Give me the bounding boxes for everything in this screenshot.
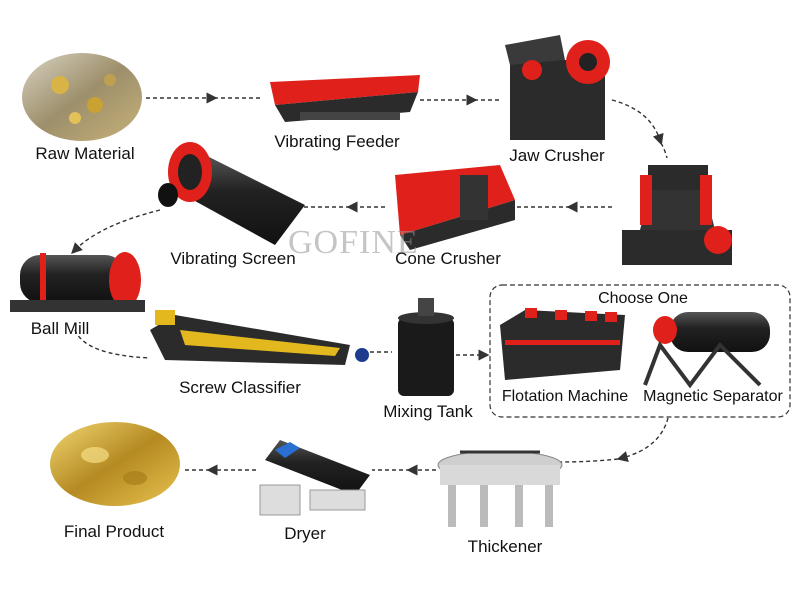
final-product-image <box>50 422 180 506</box>
label-vibrating-feeder: Vibrating Feeder <box>274 132 400 151</box>
label-flotation-machine: Flotation Machine <box>501 388 629 405</box>
dryer-image <box>259 440 370 516</box>
label-final-product: Final Product <box>63 522 165 541</box>
arrow-jaw-to-cone <box>611 99 664 146</box>
watermark: GOFINE <box>288 224 419 261</box>
flow-arrows <box>71 92 669 476</box>
label-dryer: Dryer <box>284 524 326 543</box>
flotation-machine-image <box>500 308 625 380</box>
label-magnetic-separator: Magnetic Separator <box>643 388 783 405</box>
ball-mill-top-image <box>158 142 305 245</box>
cone-crusher-machine-image <box>622 165 732 265</box>
screw-classifier-image <box>150 310 369 365</box>
label-jaw-crusher: Jaw Crusher <box>509 146 605 165</box>
jaw-crusher-image <box>505 35 610 140</box>
label-vibrating-screen: Vibrating Screen <box>170 249 296 268</box>
label-raw-material: Raw Material <box>35 144 135 163</box>
arrow-jaw-to-cone-tail <box>660 142 668 159</box>
label-screw-classifier: Screw Classifier <box>179 378 301 397</box>
choose-one-box <box>489 284 791 418</box>
arrow-ballmill-to-classifier <box>74 329 151 359</box>
magnetic-separator-image <box>643 312 770 389</box>
thickener-image <box>437 450 563 527</box>
vibrating-screen-machine-image <box>395 165 515 250</box>
ball-mill-image <box>10 252 145 312</box>
arrow-mill-to-ballmill <box>71 209 161 254</box>
vibrating-feeder-image <box>270 75 420 122</box>
arrow-choose-to-thickener-tail <box>559 458 619 463</box>
label-thickener: Thickener <box>467 537 543 556</box>
raw-material-image <box>22 53 142 141</box>
label-ball-mill: Ball Mill <box>30 319 90 338</box>
mixing-tank-image <box>398 298 454 396</box>
label-mixing-tank: Mixing Tank <box>383 402 473 421</box>
arrow-choose-to-thickener <box>616 417 669 462</box>
label-cone-crusher: Cone Crusher <box>395 249 501 268</box>
choose-one-title: Choose One <box>598 290 688 307</box>
